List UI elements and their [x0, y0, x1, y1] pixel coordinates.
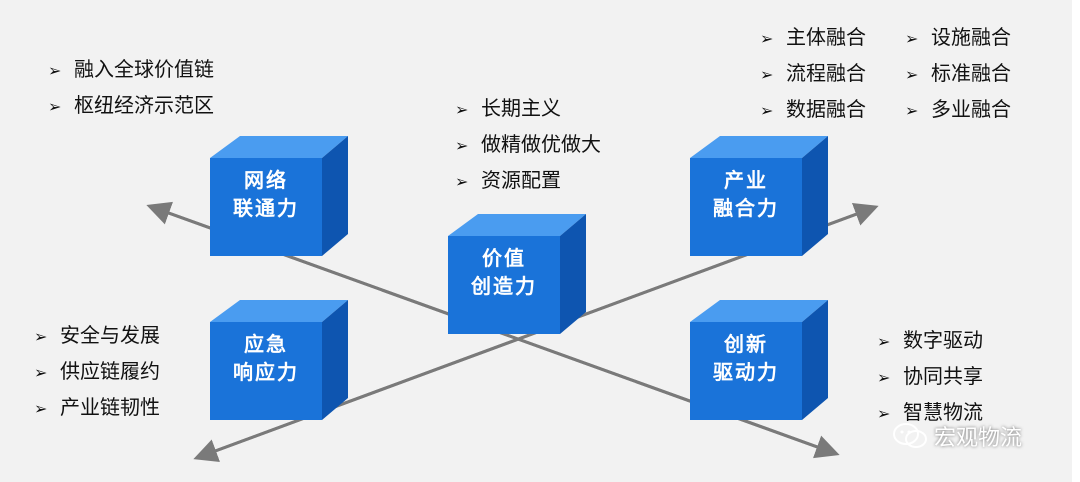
bullet-arrow-icon: ➢	[877, 332, 891, 351]
bullet-arrow-icon: ➢	[34, 327, 48, 346]
list-item: ➢长期主义	[455, 91, 601, 127]
cube-shape	[210, 300, 348, 420]
list-item: ➢数字驱动	[877, 323, 983, 359]
cube-innovation: 创新 驱动力	[690, 300, 828, 420]
cube-innovation-line2: 驱动力	[713, 360, 779, 384]
cube-industry-line2: 融合力	[713, 196, 779, 220]
watermark-text: 宏观物流	[934, 426, 1023, 451]
cube-network-line2: 联通力	[233, 196, 299, 220]
list-item: ➢供应链履约	[34, 354, 160, 390]
list-item: ➢协同共享	[877, 359, 983, 395]
bullet-arrow-icon: ➢	[455, 172, 469, 191]
cube-industry-line1: 产业	[724, 168, 768, 192]
list-item: ➢数据融合	[760, 92, 866, 128]
cube-emergency-line1: 应急	[244, 332, 288, 356]
bullet-arrow-icon: ➢	[905, 101, 919, 120]
list-item: ➢多业融合	[905, 92, 1011, 128]
cube-value-line2: 创造力	[471, 274, 537, 298]
cube-value: 价值 创造力	[448, 214, 586, 334]
list-innovation: ➢数字驱动 ➢协同共享 ➢智慧物流	[877, 323, 983, 431]
bullet-arrow-icon: ➢	[455, 136, 469, 155]
list-item: ➢资源配置	[455, 163, 601, 199]
bullet-arrow-icon: ➢	[760, 65, 774, 84]
bullet-arrow-icon: ➢	[48, 97, 62, 116]
list-item: ➢产业链韧性	[34, 390, 160, 426]
list-item: ➢流程融合	[760, 56, 866, 92]
cube-innovation-line1: 创新	[724, 332, 768, 356]
cube-value-line1: 价值	[482, 246, 526, 270]
list-industry-right: ➢设施融合 ➢标准融合 ➢多业融合	[905, 20, 1011, 128]
bullet-arrow-icon: ➢	[34, 363, 48, 382]
list-item: ➢做精做优做大	[455, 127, 601, 163]
cube-emergency: 应急 响应力	[210, 300, 348, 420]
list-value: ➢长期主义 ➢做精做优做大 ➢资源配置	[455, 91, 601, 199]
bullet-arrow-icon: ➢	[877, 404, 891, 423]
bullet-arrow-icon: ➢	[905, 29, 919, 48]
list-item: ➢主体融合	[760, 20, 866, 56]
cube-network: 网络 联通力	[210, 136, 348, 256]
list-industry-left: ➢主体融合 ➢流程融合 ➢数据融合	[760, 20, 866, 128]
bullet-arrow-icon: ➢	[760, 29, 774, 48]
bullet-arrow-icon: ➢	[760, 101, 774, 120]
cube-industry: 产业 融合力	[690, 136, 828, 256]
list-item: ➢设施融合	[905, 20, 1011, 56]
list-item: ➢枢纽经济示范区	[48, 88, 214, 124]
cube-shape	[690, 136, 828, 256]
wechat-icon	[893, 423, 927, 448]
bullet-arrow-icon: ➢	[905, 65, 919, 84]
bullet-arrow-icon: ➢	[48, 61, 62, 80]
cube-network-line1: 网络	[244, 168, 288, 192]
cube-shape	[448, 214, 586, 334]
bullet-arrow-icon: ➢	[455, 100, 469, 119]
bullet-arrow-icon: ➢	[34, 399, 48, 418]
bullet-arrow-icon: ➢	[877, 368, 891, 387]
list-item: ➢融入全球价值链	[48, 52, 214, 88]
list-item: ➢智慧物流	[877, 395, 983, 431]
list-network: ➢融入全球价值链 ➢枢纽经济示范区	[48, 52, 214, 124]
cube-shape	[690, 300, 828, 420]
watermark: 宏观物流	[892, 420, 1022, 452]
cube-emergency-line2: 响应力	[233, 360, 299, 384]
list-emergency: ➢安全与发展 ➢供应链履约 ➢产业链韧性	[34, 318, 160, 426]
cube-shape	[210, 136, 348, 256]
list-item: ➢标准融合	[905, 56, 1011, 92]
list-item: ➢安全与发展	[34, 318, 160, 354]
